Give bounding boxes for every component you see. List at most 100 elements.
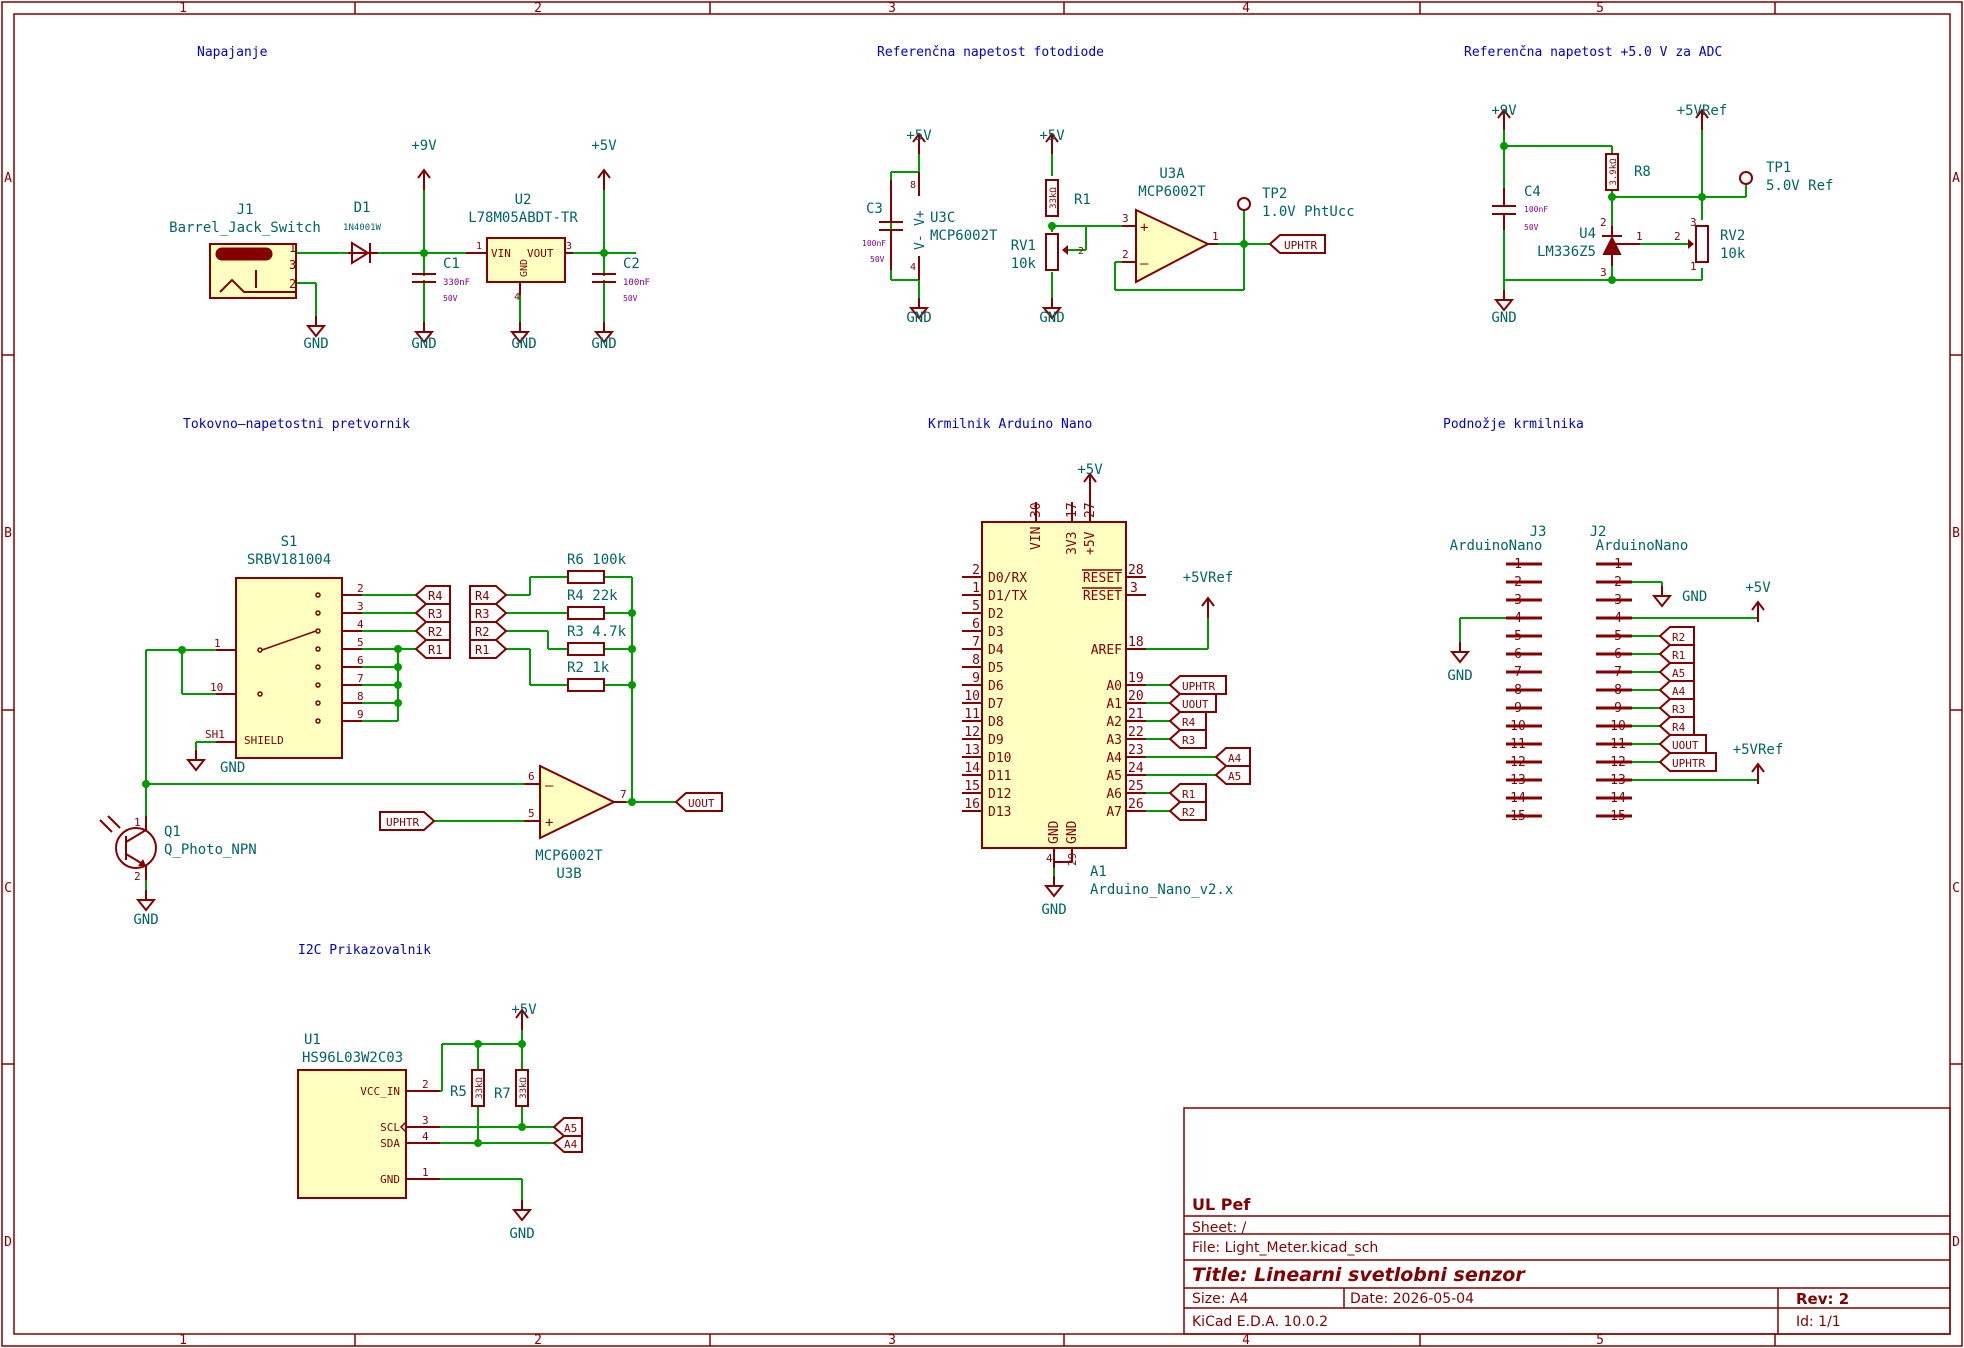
- pin-d8: D8: [988, 715, 1004, 730]
- pin-num: 2: [422, 1078, 429, 1091]
- c4-value: 100nF: [1524, 205, 1548, 214]
- pin-d6: D6: [988, 679, 1004, 694]
- svg-text:1: 1: [1636, 230, 1643, 243]
- net-label-text: R2: [1672, 631, 1685, 644]
- pin-num: 26: [1128, 797, 1144, 812]
- rv1-ref: RV1: [1011, 238, 1036, 254]
- svg-text:1: 1: [214, 637, 221, 650]
- svg-text:2: 2: [289, 277, 296, 291]
- pin-gnd: GND: [380, 1173, 400, 1186]
- net-label-uphtr: [379, 811, 436, 831]
- nano-net-labels: [1168, 675, 1251, 821]
- col-label: 1: [179, 1333, 187, 1348]
- j2-value: ArduinoNano: [1596, 538, 1689, 554]
- pin-num: 16: [964, 797, 980, 812]
- svg-text:1: 1: [1690, 260, 1697, 273]
- pin-num: 2: [1514, 575, 1522, 590]
- col-label: 3: [888, 1333, 896, 1348]
- c3-value: 100nF: [862, 239, 886, 248]
- rv2-value: 10k: [1720, 246, 1746, 262]
- c2-voltage: 50V: [623, 294, 638, 303]
- rail-5v-label: +5V: [591, 138, 617, 154]
- r7-value: 33kΩ: [519, 1077, 529, 1099]
- pin-num: 21: [1128, 707, 1144, 722]
- tp1-ref: TP1: [1766, 160, 1791, 176]
- c3-ref: C3: [866, 201, 883, 217]
- tb-date: Date: 2026-05-04: [1350, 1291, 1474, 1307]
- u4-reference-diode: [1602, 226, 1640, 266]
- c1-ref: C1: [443, 256, 460, 272]
- r6-label: R6 100k: [567, 552, 627, 568]
- c3-voltage: 50V: [870, 255, 885, 264]
- u3b-opamp: [539, 764, 617, 840]
- pin-num: 9: [1614, 701, 1622, 716]
- r5-ref: R5: [450, 1084, 467, 1100]
- pin-num: 3: [1130, 581, 1138, 596]
- net-label-text: A5: [564, 1122, 577, 1135]
- net-label-text: UPHTR: [1182, 680, 1215, 693]
- net-label-text: A5: [1672, 667, 1685, 680]
- col-label: 5: [1596, 1, 1604, 16]
- u2-ref: U2: [515, 192, 532, 208]
- frame-labels: 1 2 3 4 5 1 2 3 4 5 A B C D A B C D: [4, 1, 1960, 1348]
- svg-text:6: 6: [357, 654, 364, 667]
- gnd-label: GND: [1041, 902, 1066, 918]
- pin-num: 1: [422, 1166, 429, 1179]
- rail-5vref-label: +5VRef: [1733, 742, 1784, 758]
- pin-num: 7: [1614, 665, 1622, 680]
- pin-num: 10: [1510, 719, 1526, 734]
- pin-d11: D11: [988, 769, 1011, 784]
- pin-num: 2: [1614, 575, 1622, 590]
- c4-voltage: 50V: [1524, 223, 1539, 232]
- tb-rev: Rev: 2: [1796, 1290, 1849, 1308]
- d1-value: 1N4001W: [343, 223, 382, 233]
- svg-text:8: 8: [357, 690, 364, 703]
- a1-ref: A1: [1090, 864, 1107, 880]
- u2-pin-gnd: GND: [519, 259, 530, 277]
- capacitor-c1: [412, 273, 436, 283]
- j1-value: Barrel_Jack_Switch: [169, 220, 321, 236]
- pin-d1: D1/TX: [988, 589, 1027, 604]
- pin-d10: D10: [988, 751, 1011, 766]
- arduino-nano-section: A1 Arduino_Nano_v2.x +5V VIN 3V3 +5V 30 …: [962, 462, 1251, 918]
- net-label-text: UPHTR: [1672, 757, 1705, 770]
- svg-text:3: 3: [566, 241, 572, 252]
- u4-value: LM336Z5: [1537, 244, 1596, 260]
- pin-num: 15: [1510, 809, 1526, 824]
- net-label-text: UOUT: [1182, 698, 1209, 711]
- pin-num: 7: [1514, 665, 1522, 680]
- r8-value: 3.9kΩ: [1609, 158, 1619, 186]
- row-label: C: [4, 881, 12, 896]
- net-label-text: R2: [475, 625, 489, 639]
- pin-num: 4: [1614, 611, 1622, 626]
- pin-num: 2: [972, 563, 980, 578]
- net-label-text: R4: [1182, 716, 1196, 729]
- tb-tool: KiCad E.D.A. 10.0.2: [1192, 1314, 1328, 1330]
- svg-text:3: 3: [289, 258, 296, 272]
- pin-a2: A2: [1106, 715, 1122, 730]
- rail-5vref-label: +5VRef: [1677, 103, 1728, 119]
- pin-num: 30: [1029, 502, 1044, 518]
- pin-num: 29: [1066, 853, 1079, 866]
- svg-text:7: 7: [620, 788, 627, 801]
- tp2-value: 1.0V PhtUcc: [1262, 204, 1355, 220]
- pin-num: 8: [1514, 683, 1522, 698]
- pin-reset: RESET: [1083, 571, 1122, 586]
- gnd-label: GND: [411, 336, 436, 352]
- pin-num: 8: [1614, 683, 1622, 698]
- pin-aref: AREF: [1091, 643, 1122, 658]
- pin-3v3: 3V3: [1065, 532, 1080, 555]
- net-label-text: R1: [1672, 649, 1685, 662]
- row-label: A: [4, 171, 12, 186]
- svg-text:–: –: [1140, 256, 1149, 272]
- tp1-pad: [1739, 171, 1753, 185]
- pin-d0: D0/RX: [988, 571, 1027, 586]
- pin-num: 6: [1514, 647, 1522, 662]
- gnd-label: GND: [1447, 668, 1472, 684]
- pin-num: 13: [1610, 773, 1626, 788]
- tb-file: File: Light_Meter.kicad_sch: [1192, 1240, 1378, 1256]
- gnd-label: GND: [1039, 310, 1064, 326]
